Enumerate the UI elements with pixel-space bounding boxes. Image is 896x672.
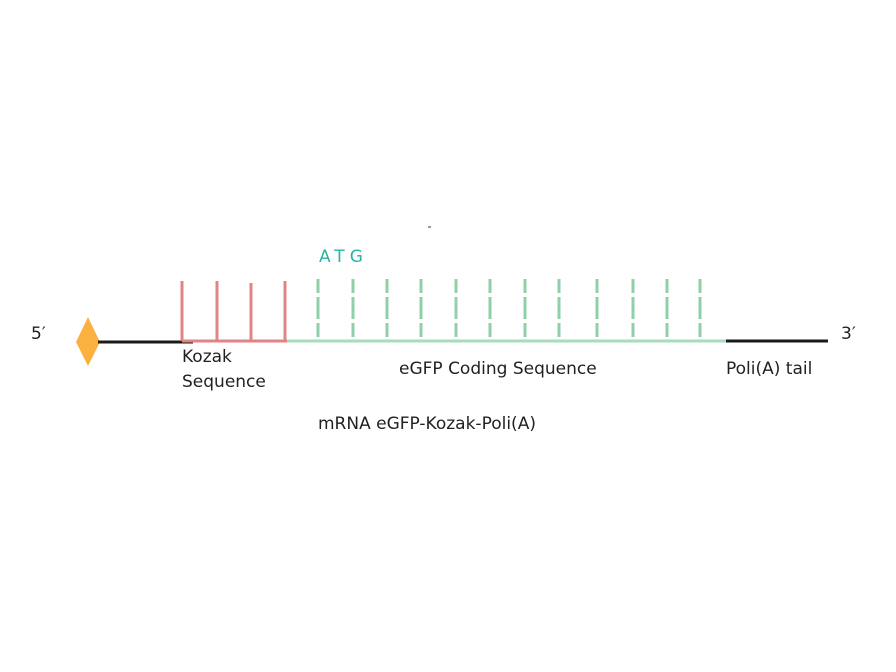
coding-ticks: [316, 279, 702, 337]
five-prime-label: 5′: [31, 324, 46, 344]
kozak-ticks: [180, 281, 287, 341]
three-prime-label: 3′: [841, 324, 856, 344]
kozak-label-line1: Kozak: [182, 347, 232, 367]
kozak-label-line2: Sequence: [182, 372, 266, 392]
coding-label: eGFP Coding Sequence: [399, 359, 597, 379]
polya-label: Poli(A) tail: [726, 359, 813, 379]
start-codon-label: ATG: [319, 247, 368, 267]
diagram-title: mRNA eGFP-Kozak-Poli(A): [318, 414, 536, 434]
cap-diamond-icon: [76, 317, 100, 366]
